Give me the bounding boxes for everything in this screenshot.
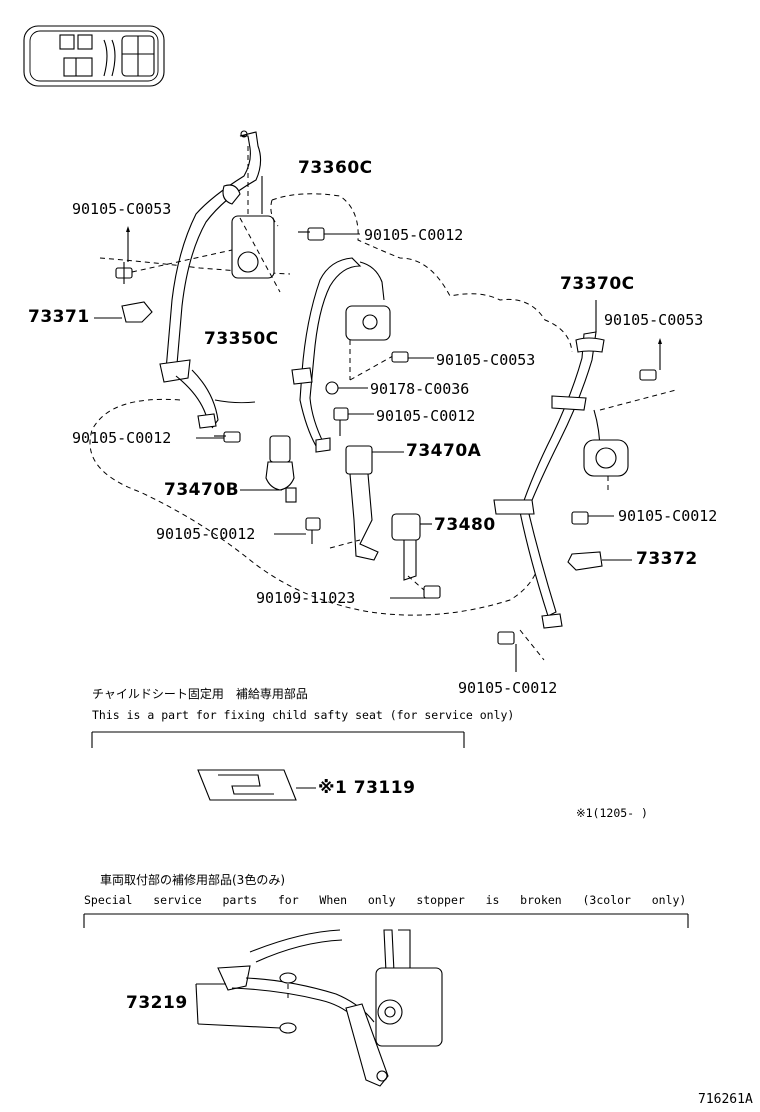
bolt-90105-c0012-center — [333, 407, 374, 436]
callout-90105-c0012-upper: 90105-C0012 — [364, 226, 464, 244]
bolt-90105-c0012-right-bottom — [497, 631, 517, 672]
callout-90105-c0012-lower-center: 90105-C0012 — [156, 525, 256, 543]
child-seat-note-jp: チャイルドシート固定用 補給専用部品 — [92, 687, 308, 701]
callout-90105-c0053-right: 90105-C0053 — [604, 311, 704, 329]
callout-90178-c0036: 90178-C0036 — [370, 380, 470, 398]
child-seat-bracket — [91, 731, 465, 801]
callout-73371: 73371 — [28, 307, 90, 327]
footnote-1205: ※1(1205- ) — [576, 806, 648, 820]
callout-90105-c0012-center: 90105-C0012 — [376, 407, 476, 425]
bolt-90105-c0012-upper — [298, 227, 360, 241]
seat-belt-right-assembly — [493, 300, 677, 661]
callout-73470a: 73470A — [406, 441, 482, 461]
callout-73372: 73372 — [636, 549, 698, 569]
cover-73372 — [567, 551, 632, 571]
callout-90105-c0012-left-bottom: 90105-C0012 — [72, 429, 172, 447]
rear-seat-outline — [89, 193, 573, 616]
buckle-73470a — [329, 445, 404, 561]
bolt-90109-11023 — [390, 575, 441, 599]
callout-90105-c0012-right: 90105-C0012 — [618, 507, 718, 525]
callout-73480: 73480 — [434, 515, 496, 535]
callout-90109-11023: 90109-11023 — [256, 589, 356, 607]
bolt-90105-c0053-left — [115, 226, 233, 284]
callout-90105-c0053-left: 90105-C0053 — [72, 200, 172, 218]
callout-73219: 73219 — [126, 993, 188, 1013]
bolt-90105-c0012-left-bottom — [196, 431, 241, 443]
callout-73370c: 73370C — [560, 274, 635, 294]
figure-id: 716261A — [698, 1092, 753, 1107]
stopper-section-bracket — [83, 913, 689, 928]
callout-73119: ※1 73119 — [318, 778, 416, 798]
stopper-assembly-73219 — [195, 929, 443, 1087]
callout-90105-c0012-right-bottom: 90105-C0012 — [458, 679, 558, 697]
nut-90178-c0036 — [325, 381, 368, 395]
bolt-90105-c0053-right — [639, 338, 662, 381]
buckle-73470b — [240, 435, 297, 503]
vehicle-seat-icon — [23, 25, 165, 87]
stopper-note-en: Special service parts for When only stop… — [84, 893, 687, 907]
callout-73350c: 73350C — [204, 329, 279, 349]
cover-73371 — [94, 301, 153, 323]
stopper-note-jp: 車両取付部の補修用部品(3色のみ) — [100, 873, 285, 887]
seat-belt-center-assembly — [291, 257, 401, 453]
bolt-90105-c0012-lower-center — [274, 517, 321, 544]
bolt-90105-c0053-center — [391, 351, 434, 363]
buckle-73480 — [391, 513, 432, 581]
callout-90105-c0053-center: 90105-C0053 — [436, 351, 536, 369]
seat-belt-left-assembly — [159, 130, 281, 429]
child-seat-note-en: This is a part for fixing child safty se… — [92, 708, 515, 722]
callout-73470b: 73470B — [164, 480, 240, 500]
bolt-90105-c0012-right — [571, 511, 614, 525]
callout-73360c: 73360C — [298, 158, 373, 178]
